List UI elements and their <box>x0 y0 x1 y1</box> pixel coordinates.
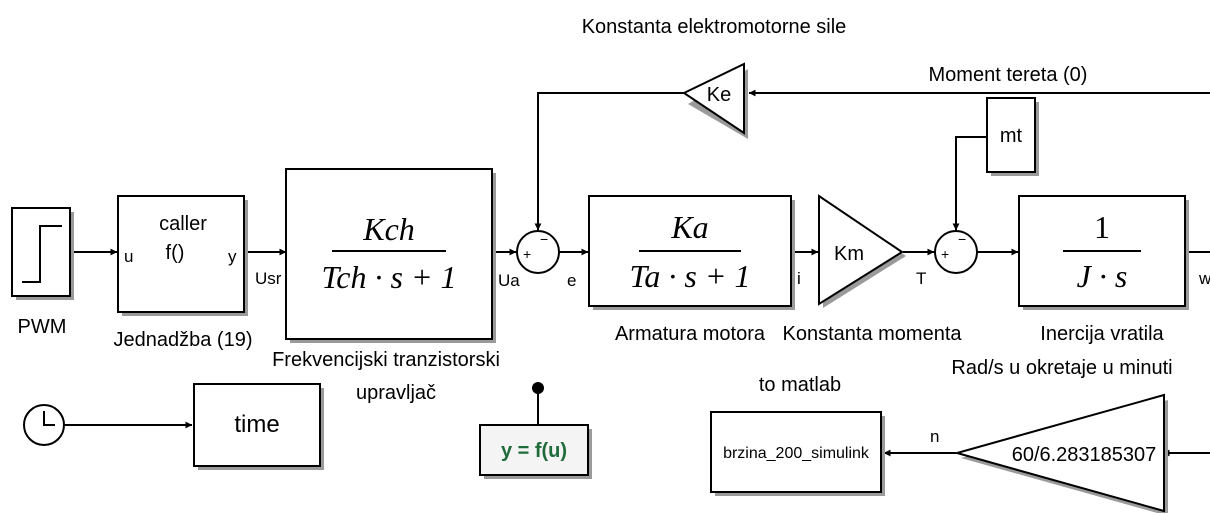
signal-n-label: n <box>930 427 939 446</box>
armatura-denominator: Ta · s + 1 <box>630 258 751 294</box>
wire-mt-to-sum2[interactable] <box>952 136 986 231</box>
wire-ke-to-sum1[interactable] <box>534 92 684 231</box>
time-to-workspace-block[interactable]: time <box>193 383 324 470</box>
fcn-block[interactable]: y = f(u) <box>479 382 592 479</box>
pwm-step-block[interactable] <box>11 207 74 300</box>
signal-usr-label: Usr <box>255 269 282 288</box>
time-value: time <box>234 411 279 438</box>
inercija-denominator: J · s <box>1077 258 1128 294</box>
sum2-block[interactable]: + − <box>934 230 978 274</box>
ftu-numerator: Kch <box>362 211 415 247</box>
km-label: Konstanta momenta <box>783 323 963 345</box>
km-gain-block[interactable]: Km <box>818 194 906 308</box>
rpm-gain-label: Rad/s u okretaje u minuti <box>951 357 1172 379</box>
ke-label: Konstanta elektromotorne sile <box>582 16 847 38</box>
rpm-gain-value: 60/6.283185307 <box>1012 444 1157 466</box>
sum2-plus: + <box>941 246 949 262</box>
to-matlab-label: to matlab <box>759 374 841 396</box>
signal-w-label: w <box>1198 269 1210 288</box>
signal-wires <box>64 89 1210 457</box>
pwm-label: PWM <box>18 316 67 338</box>
fcn-value: y = f(u) <box>501 440 567 462</box>
mt-label: Moment tereta (0) <box>929 64 1088 86</box>
mt-constant-block[interactable]: mt <box>986 97 1039 176</box>
ftu-transfer-fn-block[interactable]: Kch Tch · s + 1 <box>285 168 496 343</box>
signal-t-label: T <box>916 269 926 288</box>
ke-value: Ke <box>707 84 731 106</box>
clock-block[interactable] <box>23 404 65 446</box>
caller-title: caller <box>159 213 207 235</box>
inercija-transfer-fn-block[interactable]: 1 J · s <box>1018 195 1189 310</box>
ftu-label-line1: Frekvencijski tranzistorski <box>272 349 500 371</box>
caller-label: Jednadžba (19) <box>114 329 253 351</box>
brzina-value: brzina_200_simulink <box>723 445 870 462</box>
signal-ua-label: Ua <box>498 271 520 290</box>
armatura-label: Armatura motora <box>615 323 766 345</box>
sum1-plus: + <box>523 246 531 262</box>
caller-func: f() <box>166 242 185 264</box>
rpm-gain-block[interactable]: 60/6.283185307 <box>953 393 1168 513</box>
sum2-minus: − <box>958 231 966 247</box>
sum1-block[interactable]: + − <box>516 230 560 274</box>
inercija-numerator: 1 <box>1094 209 1110 245</box>
mt-value: mt <box>1000 125 1023 147</box>
signal-i-label: i <box>797 269 801 288</box>
ke-gain-block[interactable]: Ke <box>681 62 748 139</box>
ftu-denominator: Tch · s + 1 <box>321 259 456 295</box>
ftu-label-line2: upravljač <box>356 382 436 404</box>
signal-e-label: e <box>567 271 576 290</box>
sum1-minus: − <box>540 231 548 247</box>
brzina-to-workspace-block[interactable]: brzina_200_simulink <box>710 411 885 496</box>
fcn-port-dot <box>532 382 544 394</box>
step-icon <box>22 225 62 283</box>
caller-in-port: u <box>124 247 133 266</box>
inercija-label: Inercija vratila <box>1040 323 1164 345</box>
caller-block[interactable]: caller f() u y <box>117 195 248 316</box>
caller-out-port: y <box>228 247 237 266</box>
armatura-numerator: Ka <box>670 209 708 245</box>
armatura-transfer-fn-block[interactable]: Ka Ta · s + 1 <box>588 195 795 310</box>
km-value: Km <box>834 243 864 265</box>
clock-icon <box>43 411 55 426</box>
